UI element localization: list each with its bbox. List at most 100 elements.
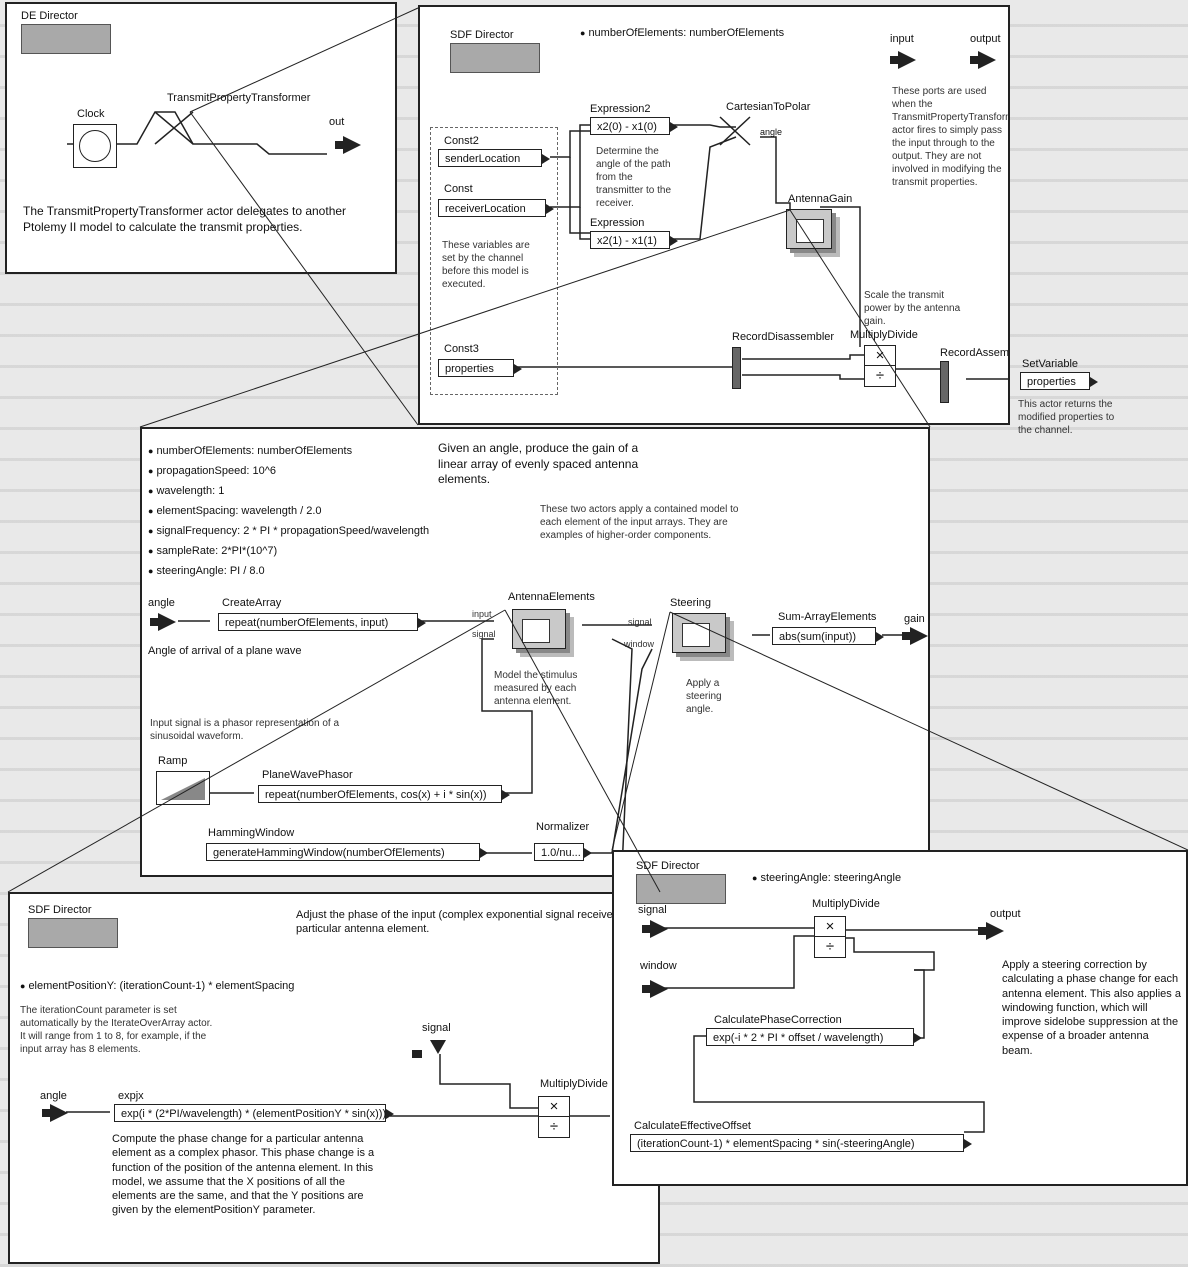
hamming-actor[interactable]: generateHammingWindow(numberOfElements) [206, 843, 488, 861]
antenna-elements-label: AntennaElements [508, 591, 595, 603]
create-array-label: CreateArray [222, 597, 282, 609]
hamming-label: HammingWindow [208, 827, 295, 839]
composite-note: These two actors apply a contained model… [540, 504, 739, 541]
param-element-position[interactable]: elementPositionY: (iterationCount-1) * e… [20, 980, 294, 992]
de-director[interactable]: DE Director [21, 10, 111, 54]
output-port-icon[interactable] [970, 51, 996, 69]
steering-panel: SDF Director steeringAngle: steeringAngl… [612, 850, 1188, 1186]
director-icon [28, 918, 118, 948]
director-icon [636, 874, 726, 904]
window-port-icon[interactable] [642, 980, 668, 998]
angle-port-label: angle [760, 127, 783, 137]
output-port-label: output [990, 908, 1021, 920]
steering-label: Steering [670, 597, 711, 609]
normalizer-label: Normalizer [536, 821, 590, 833]
const-actor[interactable]: receiverLocation [438, 199, 554, 217]
const-note: These variables are set by the channel b… [442, 240, 530, 290]
expression2-actor[interactable]: x2(0) - x1(0) [590, 117, 678, 135]
expression-actor[interactable]: x2(1) - x1(1) [590, 231, 678, 249]
expression2-label: Expression2 [590, 103, 651, 115]
multiply-divide-actor[interactable]: ×÷ [864, 345, 896, 387]
sdf-director[interactable]: SDF Director [636, 860, 726, 904]
plane-wave-actor[interactable]: repeat(numberOfElements, cos(x) + i * si… [258, 785, 510, 803]
model-note: Model the stimulus measured by each ante… [494, 670, 578, 707]
antenna-elements-panel: SDF Director Adjust the phase of the inp… [8, 892, 660, 1264]
multiply-label: MultiplyDivide [540, 1078, 608, 1090]
ramp-actor[interactable] [156, 771, 210, 805]
angle-port-icon[interactable] [42, 1104, 68, 1122]
create-array-actor[interactable]: repeat(numberOfElements, input) [218, 613, 426, 631]
antenna-elements-actor[interactable] [512, 609, 566, 649]
setvariable-note: This actor returns the modified properti… [1018, 399, 1115, 436]
expression-label: Expression [590, 217, 645, 229]
clock-actor[interactable] [73, 124, 117, 168]
steering-actor[interactable] [672, 613, 726, 653]
input-port-icon[interactable] [890, 51, 916, 69]
signal-port-icon[interactable] [642, 920, 668, 938]
normalizer-actor[interactable]: 1.0/nu... [534, 843, 592, 861]
phase-correction-actor[interactable]: exp(-i * 2 * PI * offset / wavelength) [706, 1028, 922, 1046]
param-4[interactable]: signalFrequency: 2 * PI * propagationSpe… [148, 525, 429, 537]
antenna-gain-actor[interactable] [786, 209, 832, 249]
param-3[interactable]: elementSpacing: wavelength / 2.0 [148, 505, 321, 517]
multiply-label: MultiplyDivide [812, 898, 880, 910]
param-5[interactable]: sampleRate: 2*PI*(10^7) [148, 545, 277, 557]
multiply-icon: × [539, 1097, 569, 1117]
effective-offset-label: CalculateEffectiveOffset [634, 1120, 751, 1132]
sdf-director[interactable]: SDF Director [28, 904, 118, 948]
param-number-of-elements[interactable]: numberOfElements: numberOfElements [580, 27, 784, 39]
signal-port-label: signal [422, 1022, 451, 1034]
angle-note: Angle of arrival of a plane wave [148, 645, 302, 657]
setvariable-actor[interactable]: properties [1020, 372, 1098, 390]
divide-icon: ÷ [875, 367, 885, 384]
signal-port-icon[interactable] [412, 1040, 446, 1058]
de-director-panel: DE Director Clock TransmitPropertyTransf… [5, 2, 397, 274]
multiply-icon: × [815, 917, 845, 937]
out-port-label: out [329, 116, 345, 128]
out-port-icon[interactable] [335, 136, 361, 154]
param-1[interactable]: propagationSpeed: 10^6 [148, 465, 276, 477]
director-label: DE Director [21, 10, 78, 22]
panel1-note: The TransmitPropertyTransformer actor de… [23, 204, 347, 234]
multiply-divide-actor[interactable]: ×÷ [814, 916, 846, 958]
expjx-actor[interactable]: exp(i * (2*PI/wavelength) * (elementPosi… [114, 1104, 394, 1122]
ports-note: These ports are used when the TransmitPr… [892, 86, 1010, 188]
angle-port-label: angle [40, 1090, 67, 1102]
effective-offset-actor[interactable]: (iterationCount-1) * elementSpacing * si… [630, 1134, 972, 1152]
wires-panel4 [66, 1054, 610, 1117]
steering-window-port: window [624, 639, 655, 649]
const-label: Const [444, 183, 473, 195]
param-steering-angle[interactable]: steeringAngle: steeringAngle [752, 872, 901, 884]
angle-port-icon[interactable] [150, 613, 176, 631]
multiply-label: MultiplyDivide [850, 329, 918, 341]
sum-actor[interactable]: abs(sum(input)) [772, 627, 884, 645]
director-label: SDF Director [450, 29, 514, 41]
output-port-icon[interactable] [978, 922, 1004, 940]
multiply-icon: × [865, 346, 895, 366]
multiply-divide-actor[interactable]: ×÷ [538, 1096, 570, 1138]
steering-note: Apply a steering correction by calculati… [1002, 959, 1181, 1057]
angle-note: Determine the angle of the path from the… [596, 146, 672, 209]
assembler-actor[interactable] [940, 361, 949, 403]
output-port-label: output [970, 33, 1001, 45]
signal-port-label: signal [472, 629, 496, 639]
const3-label: Const3 [444, 343, 479, 355]
steering-signal-port: signal [628, 617, 652, 627]
const2-actor[interactable]: senderLocation [438, 149, 550, 167]
gain-port-icon[interactable] [902, 627, 928, 645]
disassembler-actor[interactable] [732, 347, 741, 389]
param-6[interactable]: steeringAngle: PI / 8.0 [148, 565, 264, 577]
ramp-label: Ramp [158, 755, 188, 767]
sum-label: Sum-ArrayElements [778, 611, 877, 623]
director-icon [21, 24, 111, 54]
phasor-note: Input signal is a phasor representation … [150, 718, 340, 742]
title-note: Given an angle, produce the gain of a li… [438, 441, 639, 487]
const3-actor[interactable]: properties [438, 359, 522, 377]
director-label: SDF Director [28, 904, 92, 916]
param-0[interactable]: numberOfElements: numberOfElements [148, 445, 352, 457]
plane-wave-label: PlaneWavePhasor [262, 769, 353, 781]
param-2[interactable]: wavelength: 1 [148, 485, 224, 497]
iteration-note: The iterationCount parameter is set auto… [20, 1005, 213, 1055]
clock-icon [79, 130, 111, 162]
sdf-director[interactable]: SDF Director [450, 29, 540, 73]
